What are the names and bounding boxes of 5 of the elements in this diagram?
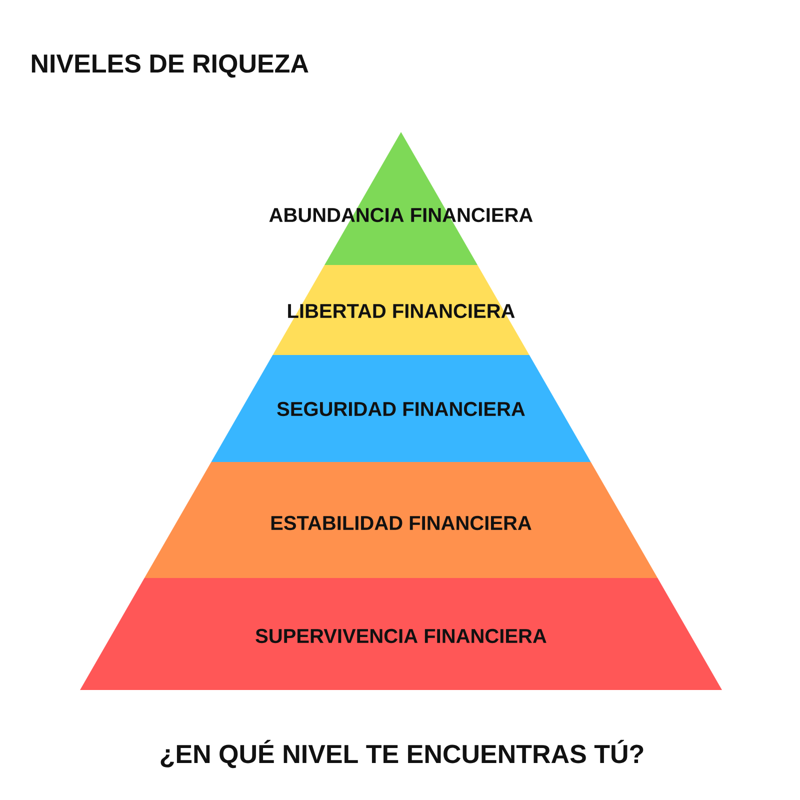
caption: ¿EN QUÉ NIVEL TE ENCUENTRAS TÚ? (160, 740, 644, 768)
pyramid-band: SEGURIDAD FINANCIERA (211, 355, 591, 462)
pyramid-band: ESTABILIDAD FINANCIERA (144, 462, 658, 578)
title: NIVELES DE RIQUEZA (32, 54, 308, 78)
pyramid-band: SUPERVIVENCIA FINANCIERA (80, 578, 722, 690)
